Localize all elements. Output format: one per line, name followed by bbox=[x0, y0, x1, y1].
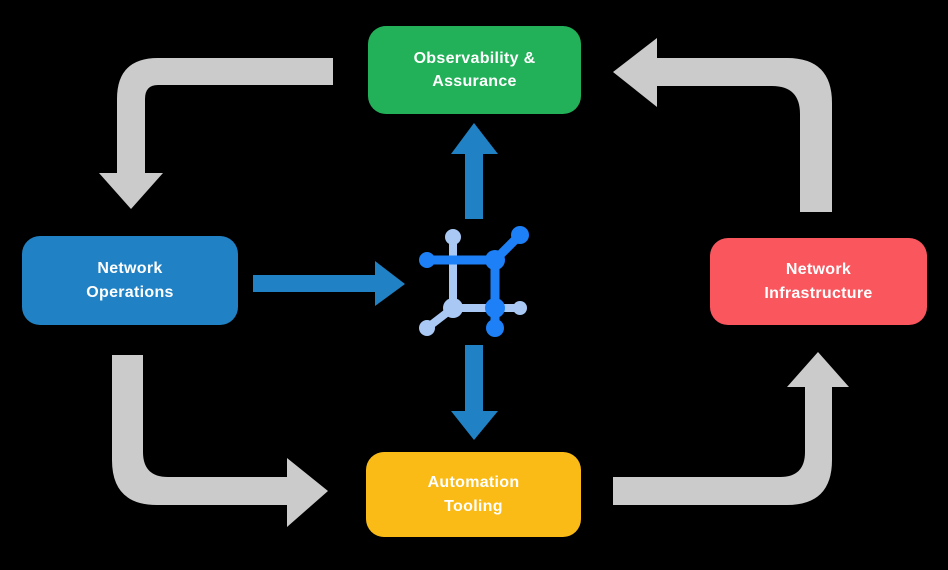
node-label: Network Operations bbox=[86, 260, 174, 301]
node-network-infrastructure: Network Infrastructure bbox=[710, 238, 927, 325]
node-automation-tooling: Automation Tooling bbox=[366, 452, 581, 537]
flow-arrow-hub-to-observability bbox=[451, 123, 498, 219]
icon-dark-nodes bbox=[419, 226, 529, 337]
node-network-operations: Network Operations bbox=[22, 236, 238, 325]
node-observability-assurance: Observability & Assurance bbox=[368, 26, 581, 114]
network-automation-icon bbox=[419, 226, 529, 337]
node-label: Observability & Assurance bbox=[413, 49, 536, 90]
cycle-arrow-observability-to-operations bbox=[99, 58, 333, 209]
icon-light-lines bbox=[424, 237, 520, 332]
flow-arrows bbox=[253, 123, 498, 440]
icon-dark-lines bbox=[427, 231, 524, 328]
cycle-arrow-infrastructure-to-observability bbox=[613, 38, 832, 212]
cycle-arrow-operations-to-automation bbox=[112, 355, 328, 527]
flow-arrow-operations-to-hub bbox=[253, 261, 405, 306]
cycle-arrow-automation-to-infrastructure bbox=[613, 352, 849, 505]
icon-light-nodes bbox=[419, 229, 527, 336]
node-label: Automation Tooling bbox=[427, 474, 520, 515]
flow-arrow-hub-to-automation bbox=[451, 345, 498, 440]
node-label: Network Infrastructure bbox=[764, 261, 873, 302]
cycle-arrows bbox=[99, 38, 849, 527]
